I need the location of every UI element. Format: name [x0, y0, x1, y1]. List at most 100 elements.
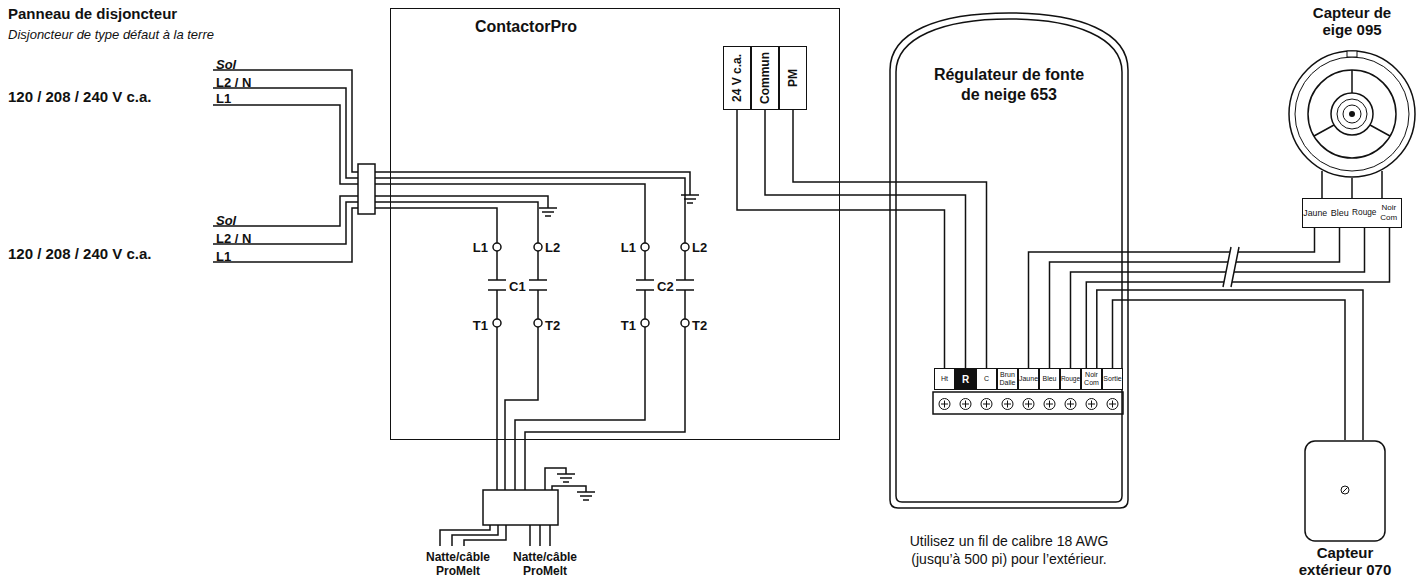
wiring-note: Utilisez un fil de calibre 18 AWG (jusqu…	[888, 532, 1130, 568]
controller-housing: Régulateur de fonte de neige 653HtRCBrun…	[888, 10, 1130, 510]
wire-name: Sol	[216, 57, 236, 72]
sensor-plate	[1308, 70, 1396, 158]
node-title: ContactorPro	[475, 17, 577, 36]
wire	[1071, 228, 1365, 368]
terminal-circle	[493, 319, 501, 327]
text-slot: Capteur de eige 095	[1304, 4, 1400, 39]
supply-junction	[358, 164, 375, 214]
terminal-name: C	[984, 375, 989, 383]
terminal-name: 24 V c.a.	[730, 54, 744, 102]
voltage-label: 120 / 208 / 240 V c.a.	[8, 88, 151, 105]
contact-symbol	[488, 251, 694, 319]
terminal-name: PM	[786, 69, 800, 87]
housing-outline	[890, 13, 1128, 508]
wire	[1351, 178, 1353, 198]
sensor-rim	[1295, 57, 1409, 171]
controller-terminal: Bleu	[1039, 368, 1060, 390]
wire	[1113, 300, 1346, 440]
sensor-spoke	[1314, 70, 1390, 136]
cable-lead	[440, 525, 550, 546]
controller-terminal: Sortie	[1102, 368, 1123, 390]
node-title: Capteur extérieur 070	[1285, 544, 1405, 578]
terminal-column: Bleu	[1328, 199, 1353, 227]
terminal-name: Sortie	[1103, 375, 1121, 383]
panel-title: Panneau de disjoncteur	[8, 5, 177, 22]
terminal-name: T1	[621, 318, 636, 333]
text-slot: T2	[692, 316, 707, 334]
text-slot: L1	[610, 238, 636, 256]
terminal-circle	[641, 243, 649, 251]
text-slot: Sol	[216, 211, 236, 229]
housing-inner-outline	[896, 19, 1122, 502]
terminal-name: Rouge	[1352, 208, 1376, 218]
text-slot: L1	[462, 238, 488, 256]
text-slot: T1	[462, 316, 488, 334]
terminal-cell: 24 V c.a.	[723, 46, 751, 110]
text-slot: Disjoncteur de type défaut à la terre	[8, 25, 214, 43]
text-slot: L2 / N	[216, 73, 251, 91]
feed-wire	[375, 172, 690, 243]
terminal-name: L1	[621, 240, 636, 255]
text-slot: L2 / N	[216, 229, 251, 247]
supply-wire	[213, 70, 358, 262]
terminal-circle	[534, 319, 542, 327]
contactor-name: C2	[657, 279, 674, 294]
wire-name: L2 / N	[216, 231, 251, 246]
terminal-circle	[493, 243, 501, 251]
panel-subtitle: Disjoncteur de type défaut à la terre	[8, 27, 214, 42]
terminal-name: T2	[692, 318, 707, 333]
terminal-name: L2	[545, 240, 560, 255]
terminal-name: T1	[473, 318, 488, 333]
terminal-circles	[493, 243, 689, 327]
screw-slot	[1343, 488, 1348, 493]
text-slot: Panneau de disjoncteur	[8, 5, 177, 23]
contactor-box: ContactorPro24 V c.a.CommunPM	[390, 8, 840, 440]
cable-label: Natte/câble ProMelt	[505, 550, 585, 578]
load-junction	[483, 490, 558, 525]
ground-symbol	[539, 195, 699, 500]
sensor-terminal-block: JauneBleuRougeNoir Com	[1302, 198, 1402, 228]
terminal-name: Bleu	[1331, 208, 1349, 218]
terminal-column: Rouge	[1352, 199, 1377, 227]
wire	[1050, 228, 1340, 368]
wiring-group	[213, 70, 1382, 546]
text-slot: L2	[545, 238, 560, 256]
text-slot: Capteur extérieur 070	[1285, 544, 1405, 579]
cable-label: Natte/câble ProMelt	[418, 550, 498, 578]
controller-terminal: Rouge	[1060, 368, 1081, 390]
terminal-column: Jaune	[1303, 199, 1328, 227]
terminal-name: Bleu	[1042, 375, 1056, 383]
terminal-name: Noir Com	[1377, 203, 1402, 223]
controller-terminal: Jaune	[1018, 368, 1039, 390]
sensor-housing	[1305, 441, 1385, 541]
text-slot: 120 / 208 / 240 V c.a.	[8, 88, 151, 106]
outdoor-sensor: Capteur extérieur 070	[1285, 440, 1405, 585]
terminal-name: Noir Com	[1082, 371, 1101, 387]
terminal-circle	[681, 243, 689, 251]
sensor-body	[1289, 51, 1415, 177]
sensor-ring	[1331, 93, 1373, 135]
wire-name: L1	[216, 91, 231, 106]
wire	[1029, 228, 1315, 368]
controller-terminal: C	[976, 368, 997, 390]
terminal-name: Brun Dalle	[998, 371, 1017, 387]
wire-break-mark	[1223, 247, 1239, 287]
text-slot: L2	[692, 238, 707, 256]
terminal-name: R	[962, 374, 969, 385]
sensor-notch	[1347, 51, 1357, 57]
wire-break-gap	[1223, 247, 1239, 287]
text-slot: Utilisez un fil de calibre 18 AWG (jusqu…	[888, 532, 1130, 568]
terminal-name: T2	[545, 318, 560, 333]
text-slot: T2	[545, 316, 560, 334]
wire-name: L2 / N	[216, 75, 251, 90]
terminal-screws	[939, 399, 1118, 410]
text-slot: Régulateur de fonte de neige 653	[926, 65, 1092, 105]
text-slot: Sol	[216, 55, 236, 73]
terminal-column: Noir Com	[1377, 199, 1402, 227]
wire	[737, 110, 945, 368]
terminal-name: Jaune	[1019, 375, 1038, 383]
